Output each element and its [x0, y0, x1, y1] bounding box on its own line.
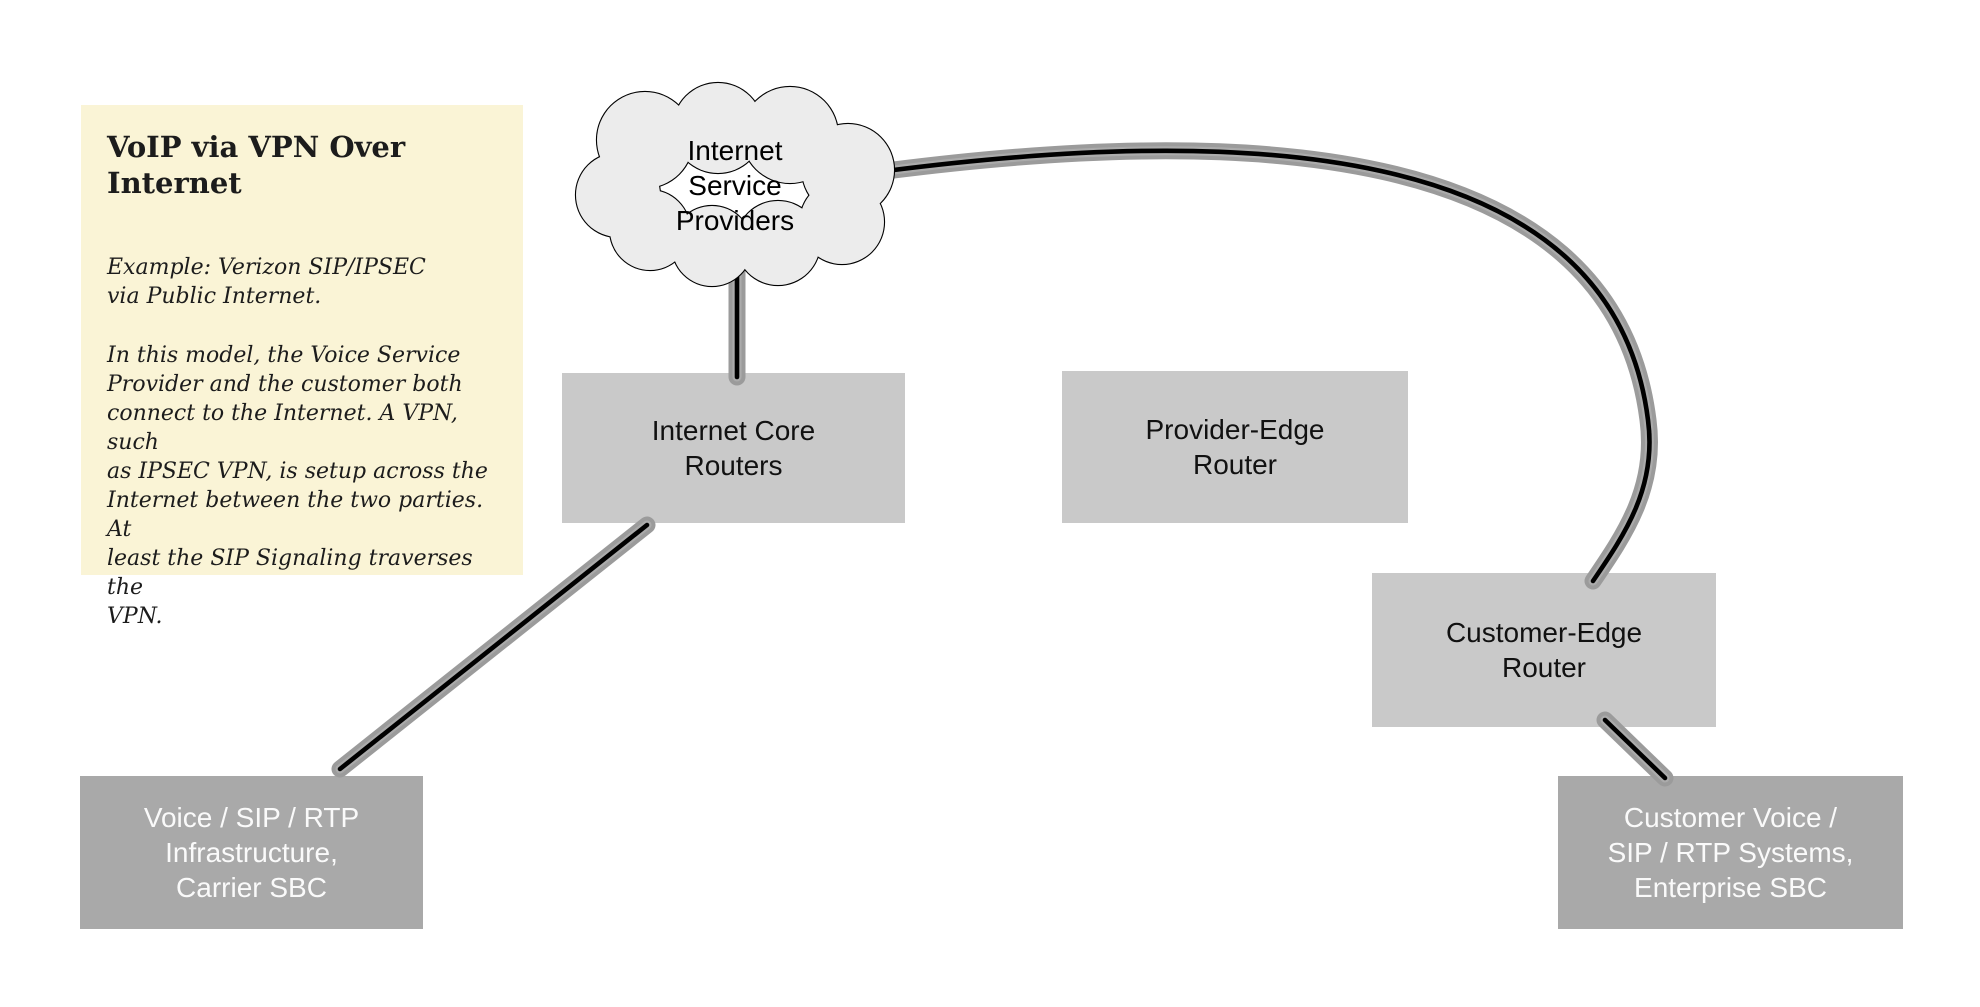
node-internet-core-routers: Internet Core Routers [562, 373, 905, 523]
node-carrier-voice-infrastructure-label: Voice / SIP / RTP Infrastructure, Carrie… [143, 802, 360, 903]
node-provider-edge-router: Provider-Edge Router [1062, 371, 1408, 523]
node-customer-voice-systems-label: Customer Voice / SIP / RTP Systems, Ente… [1607, 802, 1854, 903]
node-customer-edge-router: Customer-Edge Router [1372, 573, 1716, 727]
node-carrier-voice-infrastructure: Voice / SIP / RTP Infrastructure, Carrie… [80, 776, 423, 929]
node-internet-service-providers-label: Internet Service Providers [675, 135, 795, 236]
node-internet-core-routers-label: Internet Core Routers [651, 415, 816, 481]
note-example-paragraph: Example: Verizon SIP/IPSEC via Public In… [107, 255, 426, 309]
node-internet-service-providers: Internet Service Providers [575, 88, 895, 283]
cable-customer-edge-to-customer [1596, 711, 1674, 787]
node-provider-edge-router-label: Provider-Edge Router [1145, 414, 1325, 480]
note-box: VoIP via VPN Over Internet Example: Veri… [81, 105, 523, 629]
node-customer-voice-systems: Customer Voice / SIP / RTP Systems, Ente… [1558, 776, 1903, 929]
node-customer-edge-router-label: Customer-Edge Router [1445, 617, 1643, 683]
note-description-paragraph: In this model, the Voice Service Provide… [107, 343, 488, 629]
note-title: VoIP via VPN Over Internet [107, 130, 406, 200]
